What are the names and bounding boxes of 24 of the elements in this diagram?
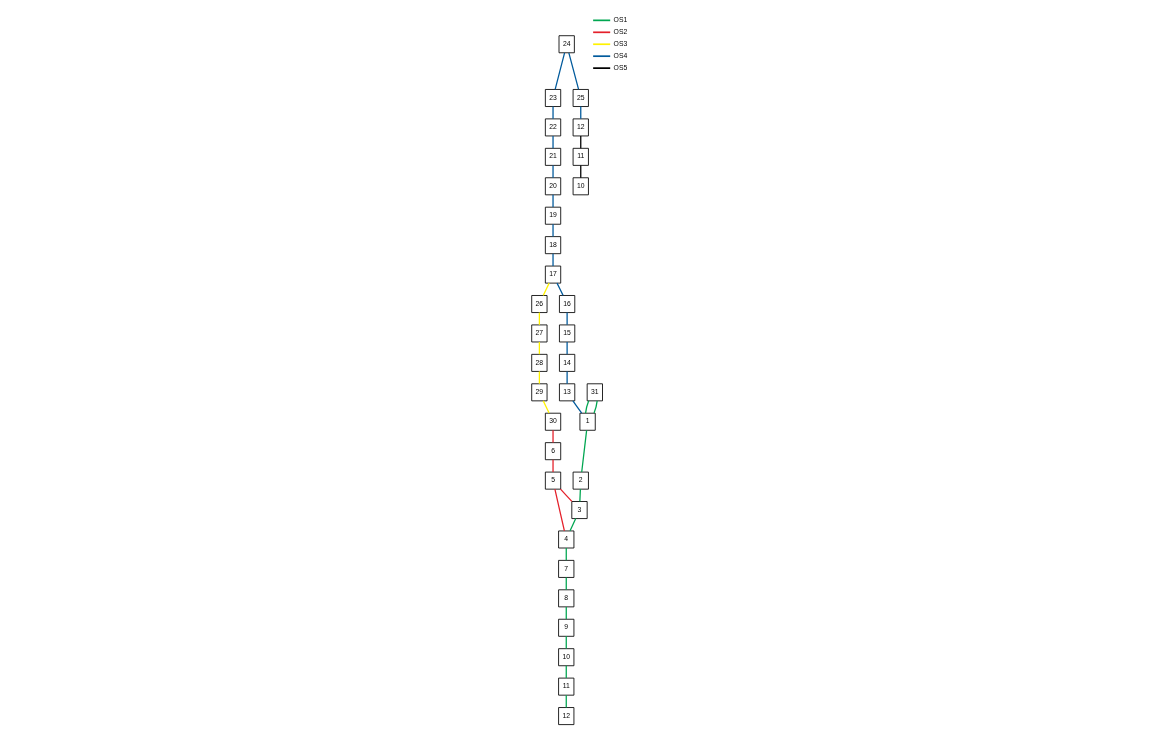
connector (565, 370, 568, 385)
connector (542, 282, 550, 296)
connector (568, 517, 576, 532)
connector (553, 488, 565, 532)
connector (542, 400, 550, 414)
connector (559, 488, 572, 503)
connector (592, 400, 598, 414)
connector (580, 429, 587, 473)
connector (551, 223, 554, 238)
connector (551, 164, 554, 179)
connector (551, 459, 554, 473)
connector (565, 341, 568, 355)
connector (551, 194, 554, 208)
connector (567, 52, 579, 90)
connector (555, 282, 564, 296)
connector (551, 105, 554, 120)
connector (584, 400, 589, 414)
connector (554, 52, 565, 90)
connector (578, 488, 581, 503)
connector (551, 429, 554, 444)
connector (551, 253, 554, 267)
connector (571, 400, 582, 414)
connector (565, 311, 568, 326)
connector (551, 135, 554, 149)
